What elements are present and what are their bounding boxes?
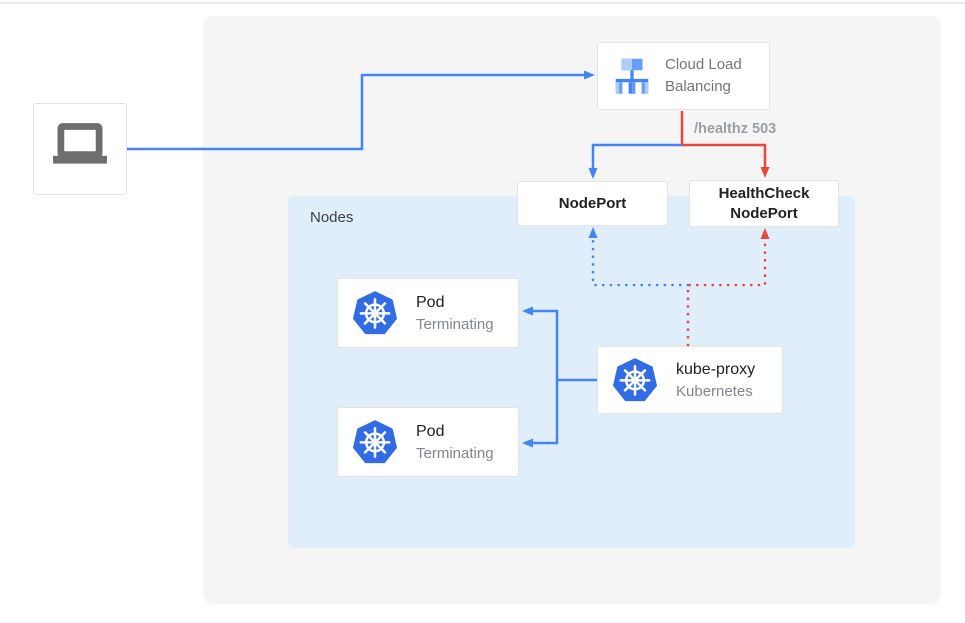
laptop-icon: [53, 123, 107, 164]
pod-node-1: Pod Terminating: [337, 278, 519, 348]
kube-proxy-subtitle: Kubernetes: [676, 382, 753, 400]
client-node: [33, 103, 127, 195]
cloud-load-balancing-node: Cloud Load Balancing: [597, 42, 770, 110]
nodeport-label: NodePort: [558, 194, 627, 212]
healthcheck-nodeport-node: HealthCheck NodePort: [689, 180, 839, 227]
nodeport-node: NodePort: [517, 181, 668, 226]
pod-node-2: Pod Terminating: [337, 407, 519, 477]
pod-2-text: Pod Terminating: [416, 421, 494, 464]
pod-1-status: Terminating: [416, 315, 494, 333]
kube-proxy-title: kube-proxy: [676, 360, 756, 378]
healthz-status-label: /healthz 503: [694, 121, 777, 137]
kube-proxy-node: kube-proxy Kubernetes: [597, 346, 783, 414]
cloud-load-balancing-label: Cloud Load Balancing: [665, 56, 742, 95]
kube-proxy-text: kube-proxy Kubernetes: [676, 359, 755, 402]
kubernetes-icon: [352, 420, 398, 464]
pod-1-text: Pod Terminating: [416, 292, 494, 335]
load-balancer-icon: [615, 58, 649, 94]
pod-1-title: Pod: [416, 293, 445, 311]
page-top-divider: [0, 2, 965, 4]
healthcheck-nodeport-label: HealthCheck NodePort: [718, 185, 810, 222]
kubernetes-icon: [352, 291, 398, 335]
pod-2-status: Terminating: [416, 444, 494, 462]
pod-2-title: Pod: [416, 422, 445, 440]
kubernetes-icon: [612, 358, 658, 402]
nodes-group-label: Nodes: [310, 209, 354, 226]
